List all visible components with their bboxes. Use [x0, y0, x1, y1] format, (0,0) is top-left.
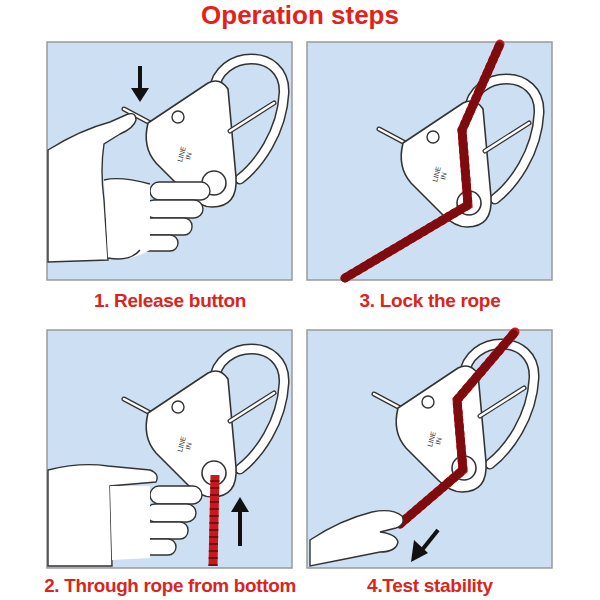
arrow	[231, 497, 249, 546]
panel	[47, 42, 292, 280]
arrow	[131, 66, 149, 102]
step-caption: 1. Release button	[94, 290, 246, 312]
device	[379, 79, 539, 227]
hand	[48, 465, 202, 566]
rope	[400, 332, 515, 524]
panel	[307, 42, 552, 280]
step-caption: 3. Lock the rope	[360, 290, 501, 312]
rope	[345, 44, 500, 278]
title: Operation steps	[0, 0, 600, 31]
panel	[307, 330, 552, 568]
device	[374, 344, 534, 492]
hand	[48, 114, 210, 262]
arrow	[411, 530, 438, 562]
step-caption: 4.Test stability	[367, 575, 493, 597]
hand	[310, 511, 403, 566]
rope	[213, 475, 215, 566]
panel	[47, 330, 292, 568]
step-caption: 2. Through rope from bottom	[44, 575, 296, 597]
